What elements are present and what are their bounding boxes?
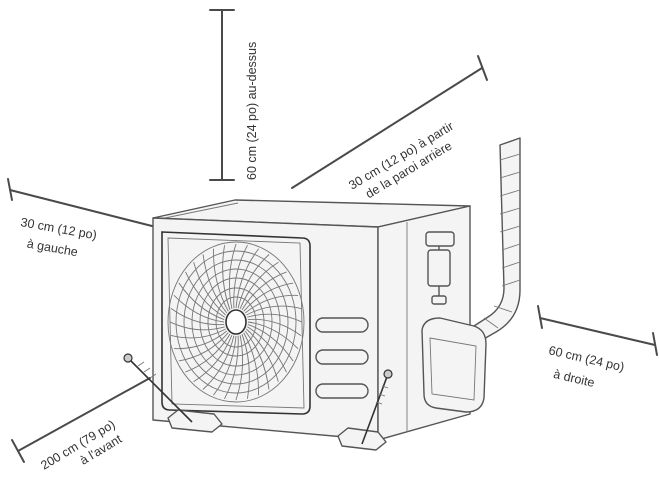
- front-clearance-label: 200 cm (79 po) à l'avant: [38, 417, 124, 472]
- valve-cover: [421, 317, 487, 413]
- fan-blade: [229, 243, 237, 309]
- fan-blade: [213, 248, 229, 312]
- fan-blade: [193, 262, 226, 316]
- fan-blade: [241, 333, 250, 399]
- fan-blade: [241, 271, 287, 311]
- refrigerant-pipe: [473, 137, 521, 341]
- fan-blade: [246, 328, 279, 382]
- fan-blade: [185, 333, 231, 373]
- anchor-bolts: [123, 353, 393, 445]
- fan-blade: [237, 254, 270, 309]
- fan-blade: [247, 326, 287, 373]
- fan-blade: [239, 261, 279, 310]
- fan-blade: [178, 332, 229, 362]
- fan-blade: [173, 294, 225, 323]
- fan-blade: [247, 313, 303, 323]
- top-clearance-label: 60 cm (24 po) au-dessus: [245, 42, 259, 180]
- fan-blade: [247, 318, 302, 336]
- fan-blade: [170, 328, 226, 339]
- fan-grille-frame: [161, 231, 311, 415]
- fan-blade: [202, 254, 228, 314]
- fan-blade: [243, 332, 259, 396]
- fan-blade: [170, 308, 225, 326]
- left-clearance-label: 30 cm (12 po) à gauche: [19, 215, 97, 260]
- fan-blade: [202, 335, 235, 390]
- fan-blade: [243, 282, 294, 312]
- fan-blade: [247, 324, 294, 362]
- left-clearance-line: [7, 178, 153, 227]
- front-vents: [315, 317, 369, 399]
- fan-blade: [213, 335, 237, 396]
- fan-blade: [233, 244, 248, 309]
- front-clearance-line: [11, 377, 151, 463]
- fan-blade: [222, 245, 231, 311]
- fan-blade: [247, 321, 299, 350]
- fan-icon: [167, 241, 305, 403]
- fan-blade: [244, 330, 270, 390]
- unit-feet: [167, 409, 387, 451]
- fan-blade: [178, 282, 225, 320]
- fan-blade: [235, 335, 243, 401]
- fan-blade: [246, 305, 302, 316]
- back-clearance-label: 30 cm (12 po) à partir de la paroi arriè…: [346, 119, 456, 201]
- fan-blade: [244, 294, 299, 314]
- fan-blade: [169, 321, 225, 331]
- fan-blade: [185, 271, 225, 318]
- fan-blade: [173, 330, 228, 350]
- fan-blade: [224, 335, 239, 400]
- top-clearance-line: [209, 9, 235, 181]
- back-clearance-line: [291, 55, 488, 189]
- right-clearance-line2: à droite: [552, 367, 596, 390]
- right-clearance-line: [537, 305, 658, 356]
- fan-blade: [193, 334, 233, 383]
- right-clearance-label: 60 cm (24 po) à droite: [547, 343, 625, 390]
- outdoor-unit: [123, 199, 487, 451]
- service-valves: [425, 231, 455, 305]
- left-clearance-line2: à gauche: [26, 237, 79, 260]
- fan-blade: [235, 248, 259, 309]
